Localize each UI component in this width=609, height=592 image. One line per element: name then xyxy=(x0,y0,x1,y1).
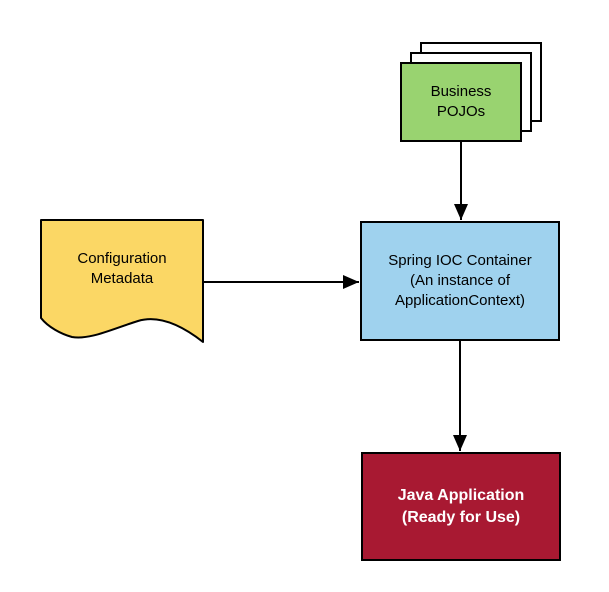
java-application-node: Java Application (Ready for Use) xyxy=(361,452,561,561)
business-pojos-node: Business POJOs xyxy=(400,62,522,142)
spring-ioc-container-label-line: (An instance of xyxy=(409,272,511,289)
configuration-metadata-label-line: Metadata xyxy=(90,270,154,287)
java-application-label-line: Java Application xyxy=(397,486,525,504)
configuration-metadata-shape xyxy=(40,219,204,343)
business-pojos-label-line: POJOs xyxy=(436,103,486,120)
business-pojos-label-line: Business xyxy=(430,83,492,100)
spring-ioc-container-label-line: Spring IOC Container xyxy=(388,252,532,269)
spring-ioc-container-node: Spring IOC Container (An instance of App… xyxy=(360,221,560,341)
configuration-metadata-label-line: Configuration xyxy=(77,250,167,267)
java-application-label-line: (Ready for Use) xyxy=(401,508,521,526)
configuration-metadata-label: Configuration Metadata xyxy=(41,220,203,318)
spring-ioc-container-label-line: ApplicationContext) xyxy=(394,292,526,309)
